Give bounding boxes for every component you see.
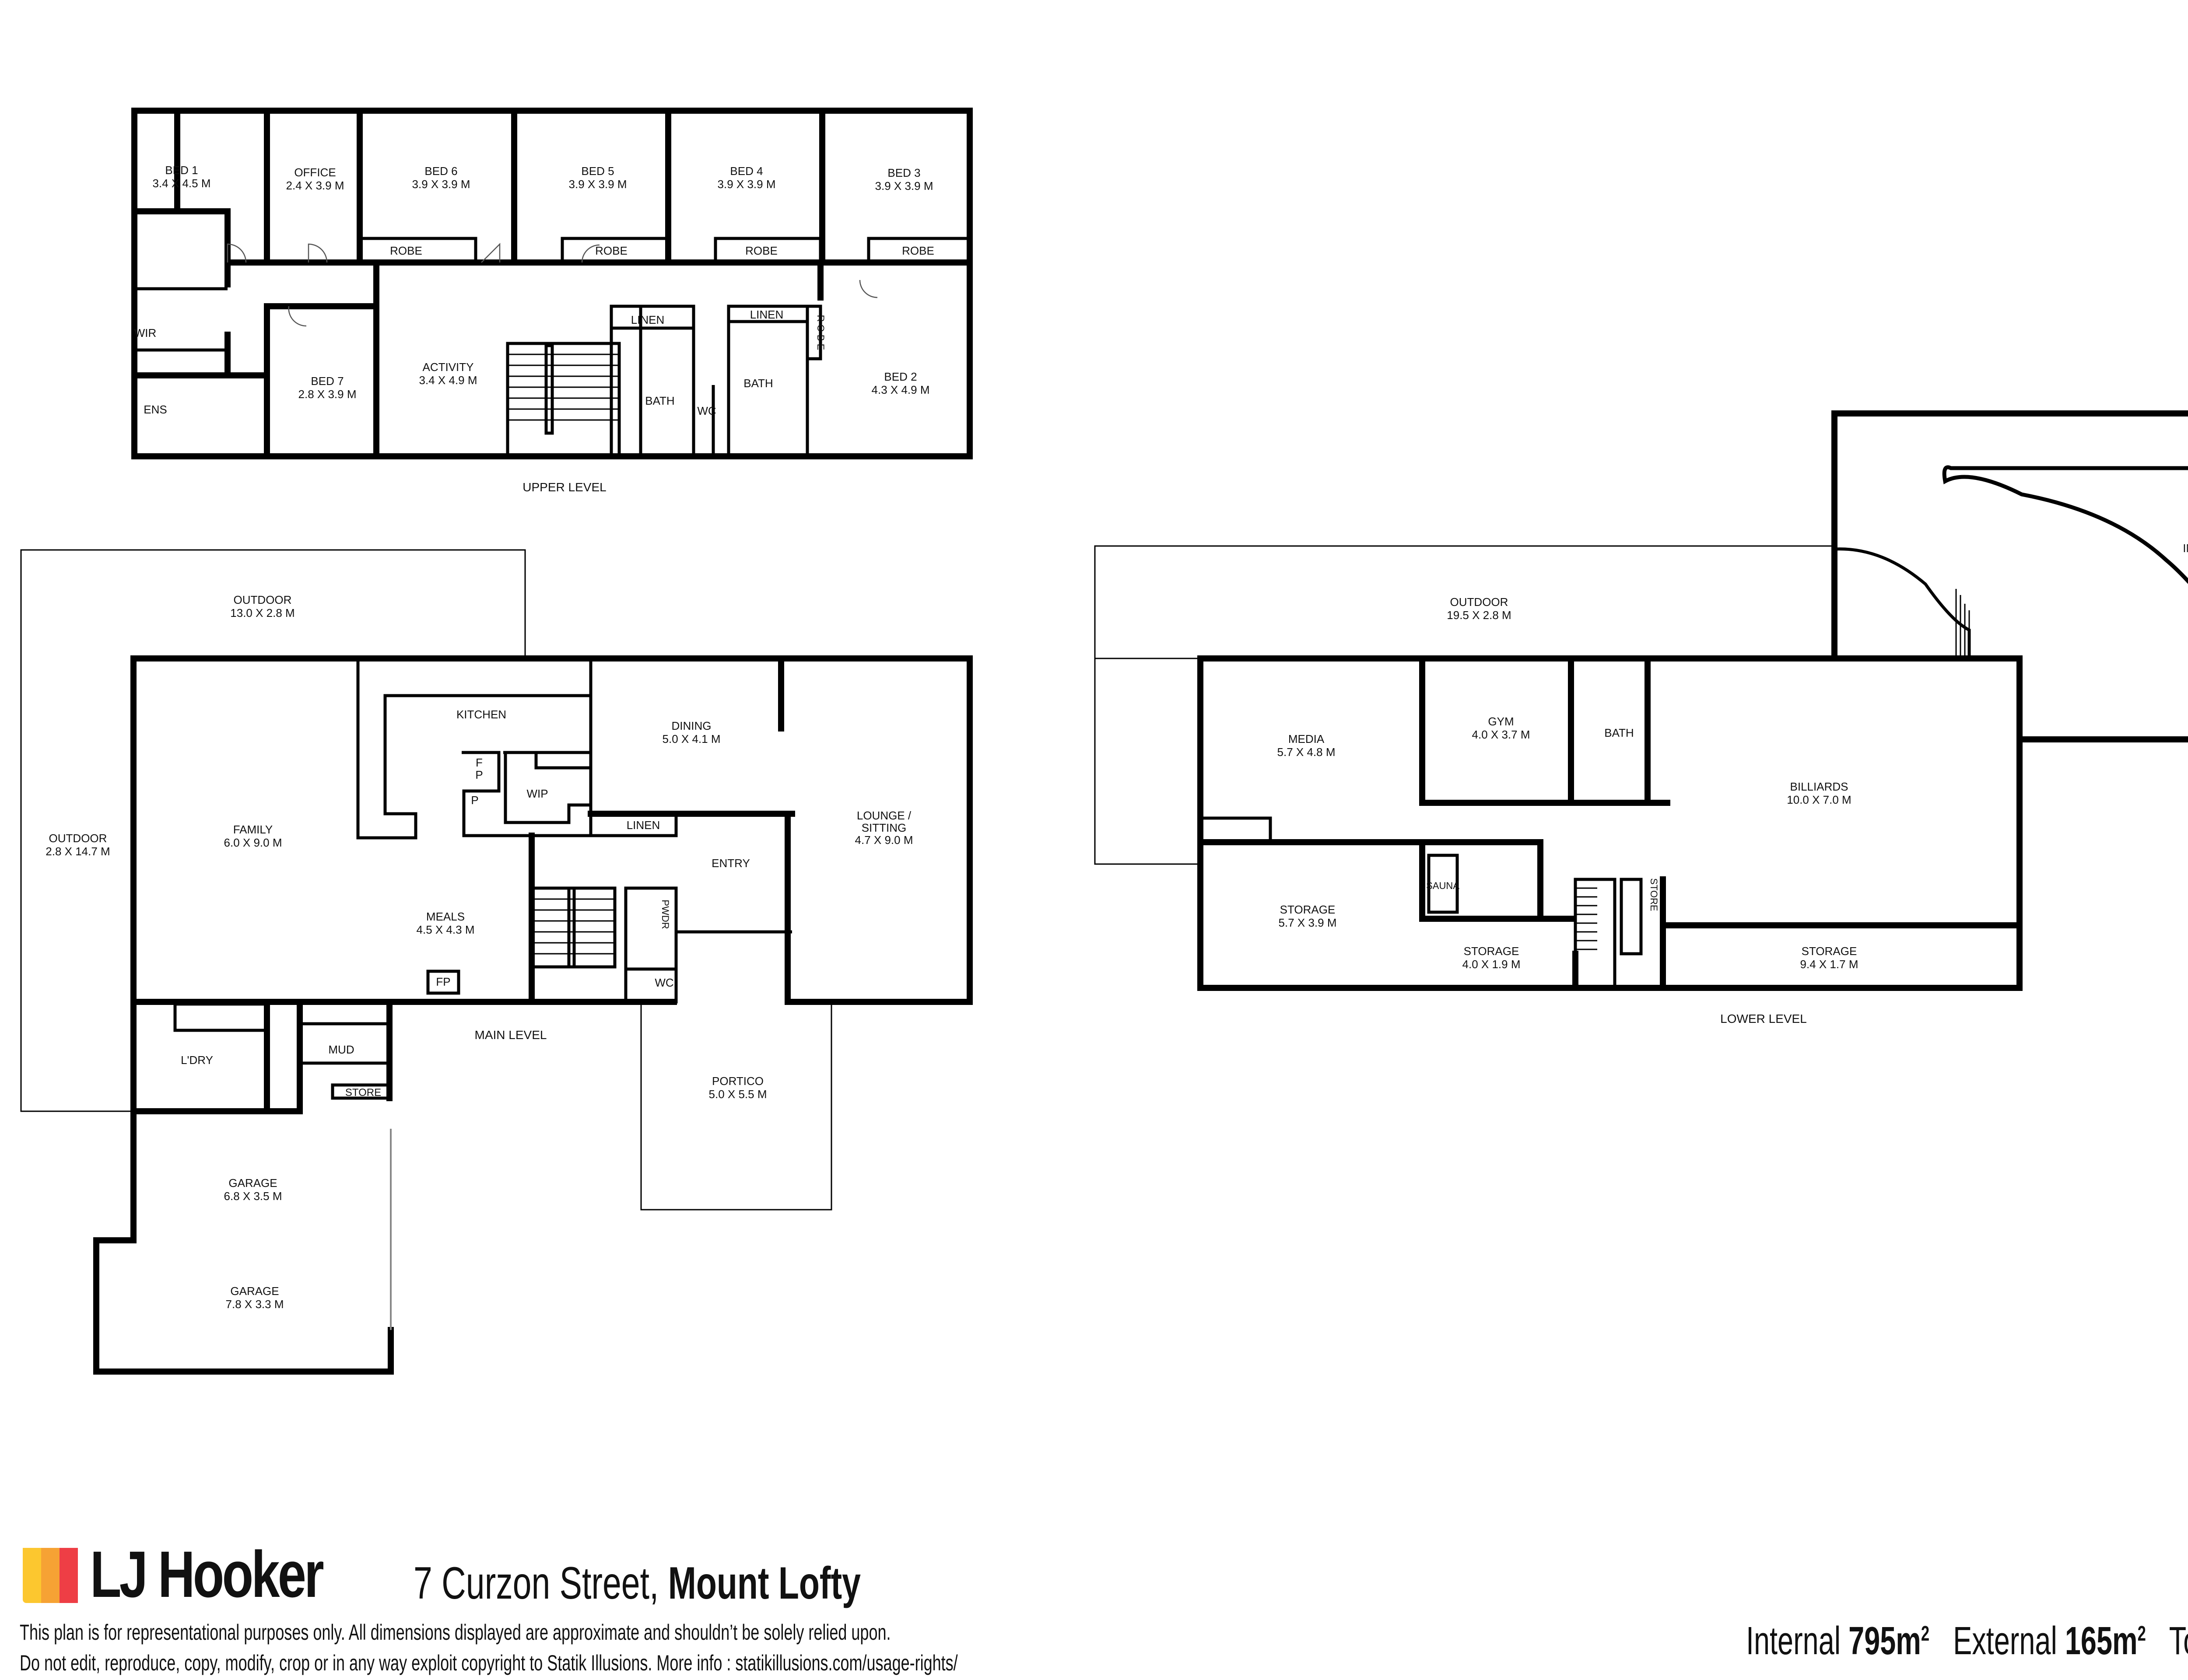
room-label: PWDR (660, 900, 671, 929)
room-label: WC (697, 404, 716, 417)
brand-logo-bars (23, 1548, 78, 1603)
property-address: 7 Curzon Street, Mount Lofty (414, 1558, 861, 1610)
room-label: SAUNA (1426, 880, 1459, 891)
room-label: WIP (526, 787, 548, 800)
room-label: ROBE (390, 244, 422, 257)
room-label: R O B E (815, 315, 826, 350)
room-label: INDOOR POOL16.6 X 8.6 M (2183, 542, 2188, 568)
room-label: BATH (743, 377, 773, 390)
room-label: LINEN (627, 819, 660, 832)
room-label: WC (655, 976, 673, 989)
room-label: STORE (345, 1087, 381, 1099)
total-area-label: Total (2169, 1619, 2188, 1663)
room-label: LINEN (750, 308, 784, 321)
room-label: P (471, 794, 478, 807)
room-label: STORE (1648, 878, 1659, 911)
room-label: ROBE (902, 244, 934, 257)
external-area-value: 165m (2065, 1619, 2138, 1663)
room-label: KITCHEN (456, 708, 506, 721)
logo-bar-red (60, 1548, 78, 1603)
room-label: ROBE (595, 244, 628, 257)
level-label-main: MAIN LEVEL (475, 1028, 547, 1042)
room-label: ENS (144, 403, 167, 416)
level-label-upper: UPPER LEVEL (522, 480, 606, 494)
logo-bar-orange (41, 1548, 60, 1603)
room-label: ENTRY (712, 857, 750, 870)
disclaimer-line-1: This plan is for representational purpos… (20, 1620, 891, 1645)
brand-name: LJ Hooker (90, 1537, 324, 1611)
room-label: WIR (134, 326, 157, 340)
room-label: MUD (328, 1043, 354, 1056)
room-label: L'DRY (181, 1054, 213, 1067)
area-summary: Internal 795m2 External 165m2 Total 960m… (1746, 1619, 2188, 1664)
disclaimer-line-2: Do not edit, reproduce, copy, modify, cr… (20, 1651, 958, 1675)
internal-area-value: 795m (1848, 1619, 1921, 1663)
unit-superscript: 2 (2137, 1622, 2146, 1645)
logo-bar-yellow (23, 1548, 41, 1603)
room-label: LINEN (631, 313, 665, 326)
room-label: BATH (1604, 726, 1634, 739)
external-area-label: External (1953, 1619, 2057, 1663)
room-label: BATH (645, 394, 674, 407)
address-street: 7 Curzon Street, (414, 1558, 659, 1609)
address-suburb: Mount Lofty (668, 1558, 861, 1609)
unit-superscript: 2 (1921, 1622, 1930, 1645)
room-label: ROBE (745, 244, 778, 257)
room-label: FP (436, 975, 450, 988)
internal-area-label: Internal (1746, 1619, 1841, 1663)
level-label-lower: LOWER LEVEL (1720, 1012, 1807, 1026)
